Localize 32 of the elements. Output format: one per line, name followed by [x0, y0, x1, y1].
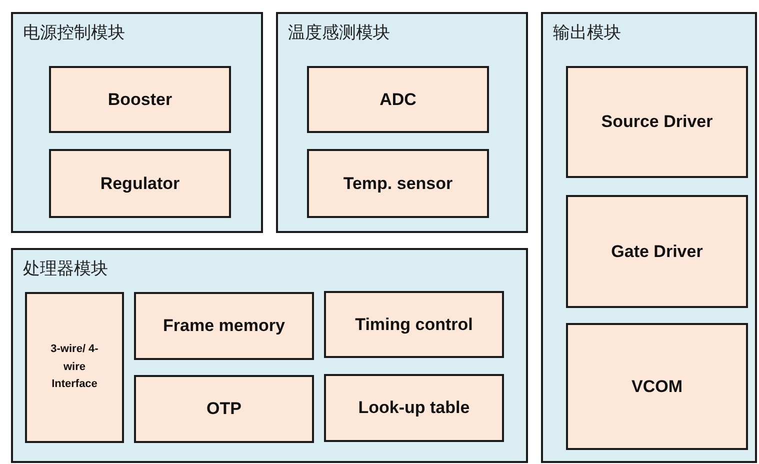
component-label: OTP: [206, 398, 242, 420]
component-box: [566, 66, 748, 178]
component-label: Look-up table: [358, 397, 470, 420]
component-label: Gate Driver: [611, 240, 703, 263]
component-box: [324, 374, 504, 442]
component-box: [566, 195, 748, 308]
module-title: 电源控制模块: [23, 22, 125, 44]
component-box: [49, 66, 231, 133]
module-panel: [541, 12, 757, 463]
component-label: Temp. sensor: [343, 172, 453, 195]
component-box: [49, 149, 231, 218]
component-label: Source Driver: [601, 111, 713, 134]
component-box: [307, 149, 489, 218]
component-label: Frame memory: [163, 315, 285, 338]
component-box: [25, 292, 124, 443]
component-box: [324, 291, 504, 358]
component-label: Regulator: [100, 172, 180, 195]
component-box: [566, 323, 748, 450]
component-label: Timing control: [355, 314, 473, 336]
module-panel: [11, 12, 263, 233]
component-box: [134, 292, 314, 360]
component-label: ADC: [380, 88, 416, 111]
module-title: 输出模块: [553, 22, 621, 44]
component-box: [307, 66, 489, 133]
component-box: [134, 375, 314, 443]
module-title: 温度感测模块: [288, 22, 390, 44]
module-panel: [276, 12, 528, 233]
component-label: VCOM: [632, 376, 682, 398]
module-panel: [11, 248, 528, 463]
component-label: Booster: [108, 88, 172, 111]
module-title: 处理器模块: [23, 258, 108, 280]
component-label: 3-wire/ 4-wire Interface: [50, 342, 100, 392]
